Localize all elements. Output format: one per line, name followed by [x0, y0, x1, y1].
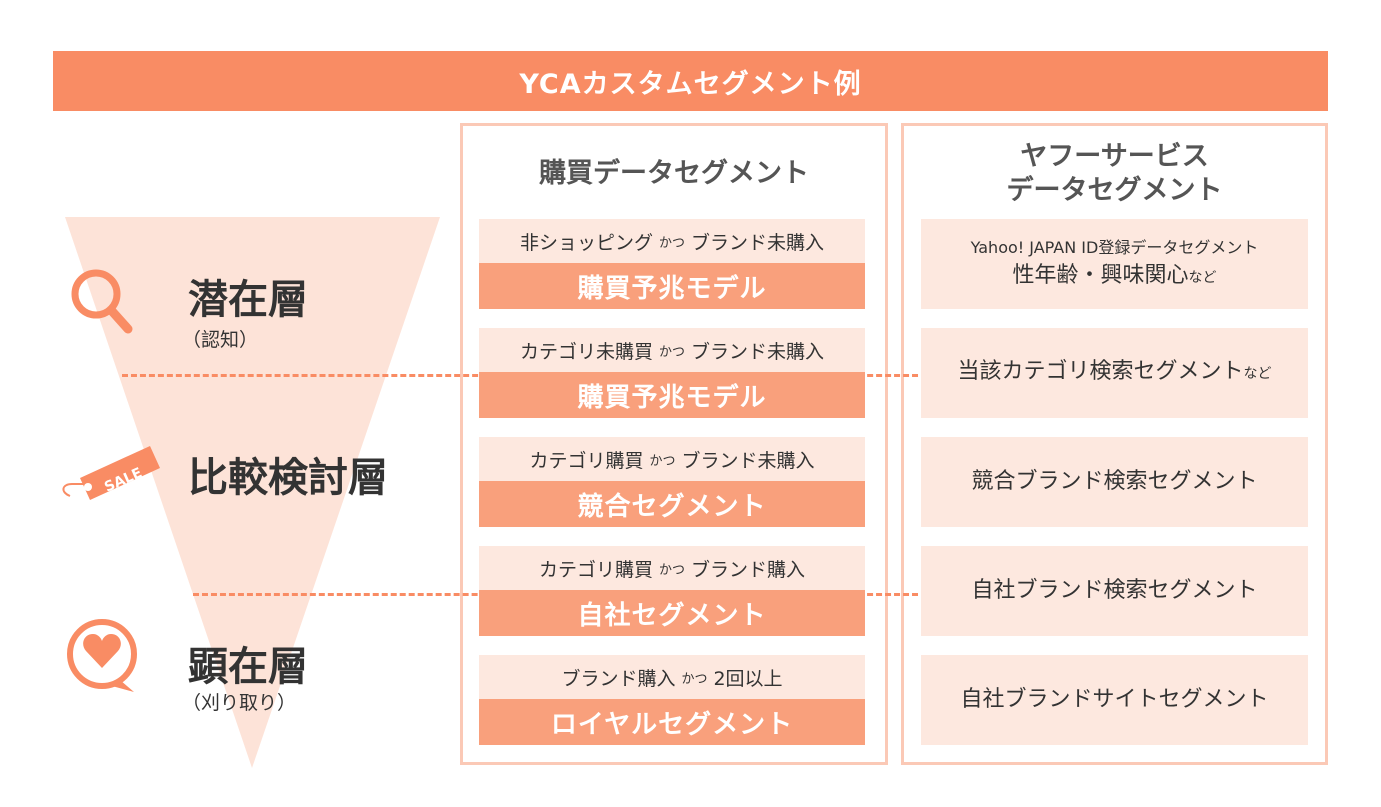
layer-title-latent: 潜在層	[188, 277, 308, 323]
purchase-card-condition: カテゴリ購買かつブランド購入	[479, 546, 865, 590]
diagram-title-banner: YCAカスタムセグメント例	[53, 51, 1328, 111]
purchase-card-condition: カテゴリ購買かつブランド未購入	[479, 437, 865, 481]
purchase-card-label: 競合セグメント	[479, 481, 865, 527]
purchase-card-label: 購買予兆モデル	[479, 263, 865, 309]
yahoo-card-text: 自社ブランドサイトセグメント	[960, 687, 1269, 712]
yahoo-card: 自社ブランドサイトセグメント	[921, 655, 1308, 745]
yahoo-column-heading-line2: データセグメント	[1006, 175, 1223, 206]
yahoo-card-line1: Yahoo! JAPAN ID登録データセグメント	[970, 238, 1259, 257]
condition-connector: かつ	[658, 235, 685, 251]
condition-post: 2回以上	[713, 667, 783, 690]
diagram-title: YCAカスタムセグメント例	[519, 68, 862, 100]
yahoo-column-heading-line1: ヤフーサービス	[1020, 141, 1209, 172]
yahoo-card-text: 競合ブランド検索セグメント	[971, 469, 1258, 494]
condition-pre: ブランド購入	[561, 667, 676, 690]
yahoo-card-line2: 自社ブランドサイトセグメント	[960, 685, 1268, 715]
condition-post: ブランド未購入	[691, 340, 825, 363]
condition-connector: かつ	[681, 671, 708, 687]
heart-bubble-icon	[67, 619, 137, 692]
layer-sub-manifest: （刈り取り）	[182, 692, 297, 714]
yahoo-card-text: 当該カテゴリ検索セグメント	[957, 359, 1244, 384]
purchase-card: カテゴリ購買かつブランド購入 自社セグメント	[479, 546, 865, 636]
yahoo-card: Yahoo! JAPAN ID登録データセグメント 性年齢・興味関心など	[921, 219, 1308, 309]
condition-pre: カテゴリ未購買	[519, 340, 653, 363]
yahoo-card-line2: 当該カテゴリ検索セグメントなど	[957, 357, 1271, 389]
layer-title-consideration: 比較検討層	[188, 455, 388, 501]
purchase-card-condition: ブランド購入かつ 2回以上	[479, 655, 865, 699]
yahoo-card-line2: 競合ブランド検索セグメント	[971, 467, 1257, 497]
purchase-card: ブランド購入かつ 2回以上 ロイヤルセグメント	[479, 655, 865, 745]
purchase-card: 非ショッピングかつブランド未購入 購買予兆モデル	[479, 219, 865, 309]
yahoo-card: 自社ブランド検索セグメント	[921, 546, 1308, 636]
layer-sub-latent: （認知）	[182, 329, 259, 351]
yahoo-card-line2: 性年齢・興味関心など	[1012, 261, 1216, 293]
condition-connector: かつ	[658, 562, 685, 578]
yahoo-card: 競合ブランド検索セグメント	[921, 437, 1308, 527]
condition-pre: カテゴリ購買	[529, 449, 644, 472]
yahoo-card-text: 自社ブランド検索セグメント	[971, 578, 1258, 603]
yahoo-card-text: 性年齢・興味関心	[1012, 263, 1189, 288]
layer-title-manifest: 顕在層	[188, 644, 308, 690]
purchase-card-label: ロイヤルセグメント	[479, 699, 865, 745]
purchase-card: カテゴリ購買かつブランド未購入 競合セグメント	[479, 437, 865, 527]
condition-pre: カテゴリ購買	[538, 558, 653, 581]
purchase-card: カテゴリ未購買かつブランド未購入 購買予兆モデル	[479, 328, 865, 418]
condition-post: ブランド未購入	[691, 231, 825, 254]
purchase-card-label: 自社セグメント	[479, 590, 865, 636]
yahoo-card-suffix: など	[1188, 270, 1217, 286]
purchase-card-condition: 非ショッピングかつブランド未購入	[479, 219, 865, 263]
condition-post: ブランド購入	[691, 558, 806, 581]
condition-connector: かつ	[658, 344, 685, 360]
magnifier-icon	[71, 269, 133, 334]
condition-post: ブランド未購入	[681, 449, 815, 472]
purchase-card-label: 購買予兆モデル	[479, 372, 865, 418]
condition-connector: かつ	[649, 453, 676, 469]
purchase-card-condition: カテゴリ未購買かつブランド未購入	[479, 328, 865, 372]
yahoo-card: 当該カテゴリ検索セグメントなど	[921, 328, 1308, 418]
funnel-triangle	[65, 217, 440, 768]
yahoo-card-suffix: など	[1243, 366, 1272, 382]
yahoo-card-line2: 自社ブランド検索セグメント	[971, 576, 1257, 606]
sale-tag-icon: SALE	[62, 446, 160, 500]
purchase-column-heading: 購買データセグメント	[539, 158, 809, 189]
condition-pre: 非ショッピング	[519, 231, 653, 254]
